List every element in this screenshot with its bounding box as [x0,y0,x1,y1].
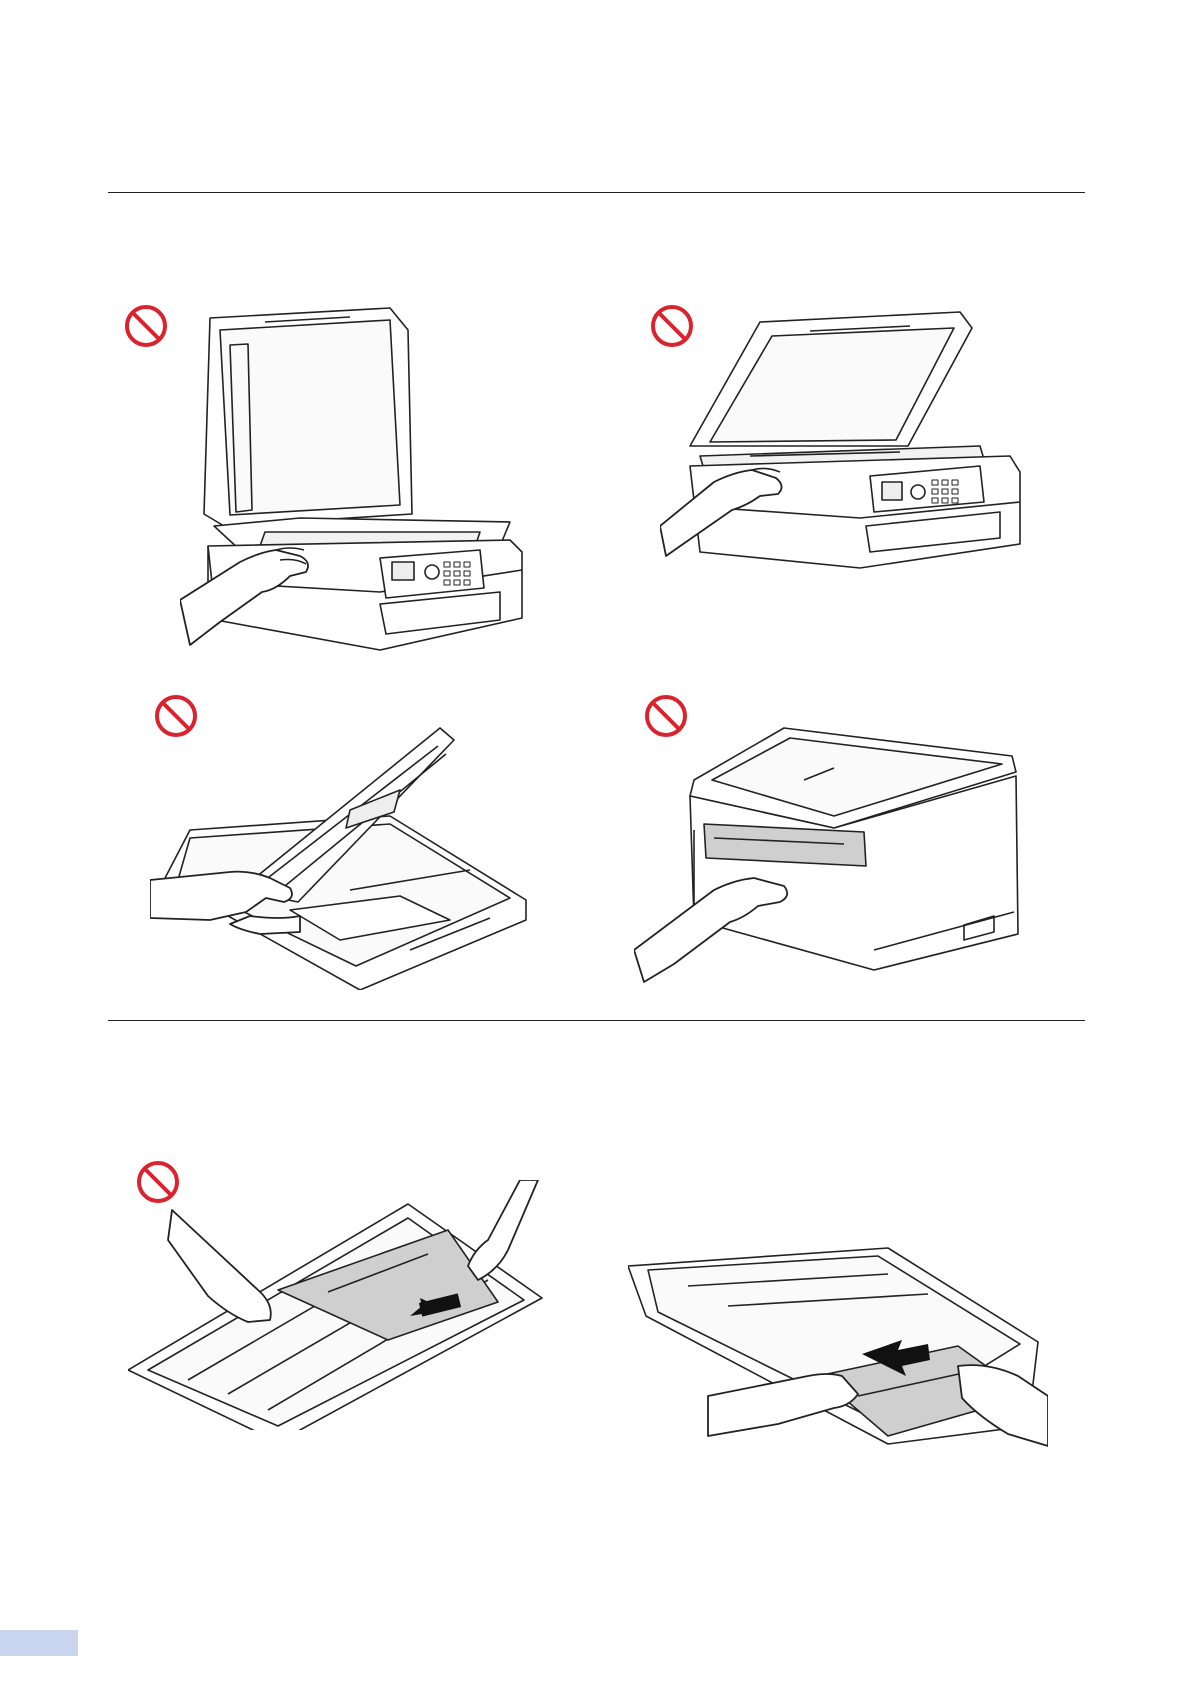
prohibition-icon [124,304,168,348]
figure-tray-slot-extension-correct [628,1226,1048,1456]
figure-tray-slot-extension-wrong [128,1180,548,1430]
top-rule [108,192,1085,193]
figure-paper-tray-output-cover [150,720,540,990]
figure-jam-clear-cover-back [634,720,1034,985]
figure-scanner-lid-raised [660,306,1060,606]
middle-rule [108,1020,1085,1021]
figure-scanner-cover-open [180,300,570,660]
page-tab [0,1630,78,1656]
